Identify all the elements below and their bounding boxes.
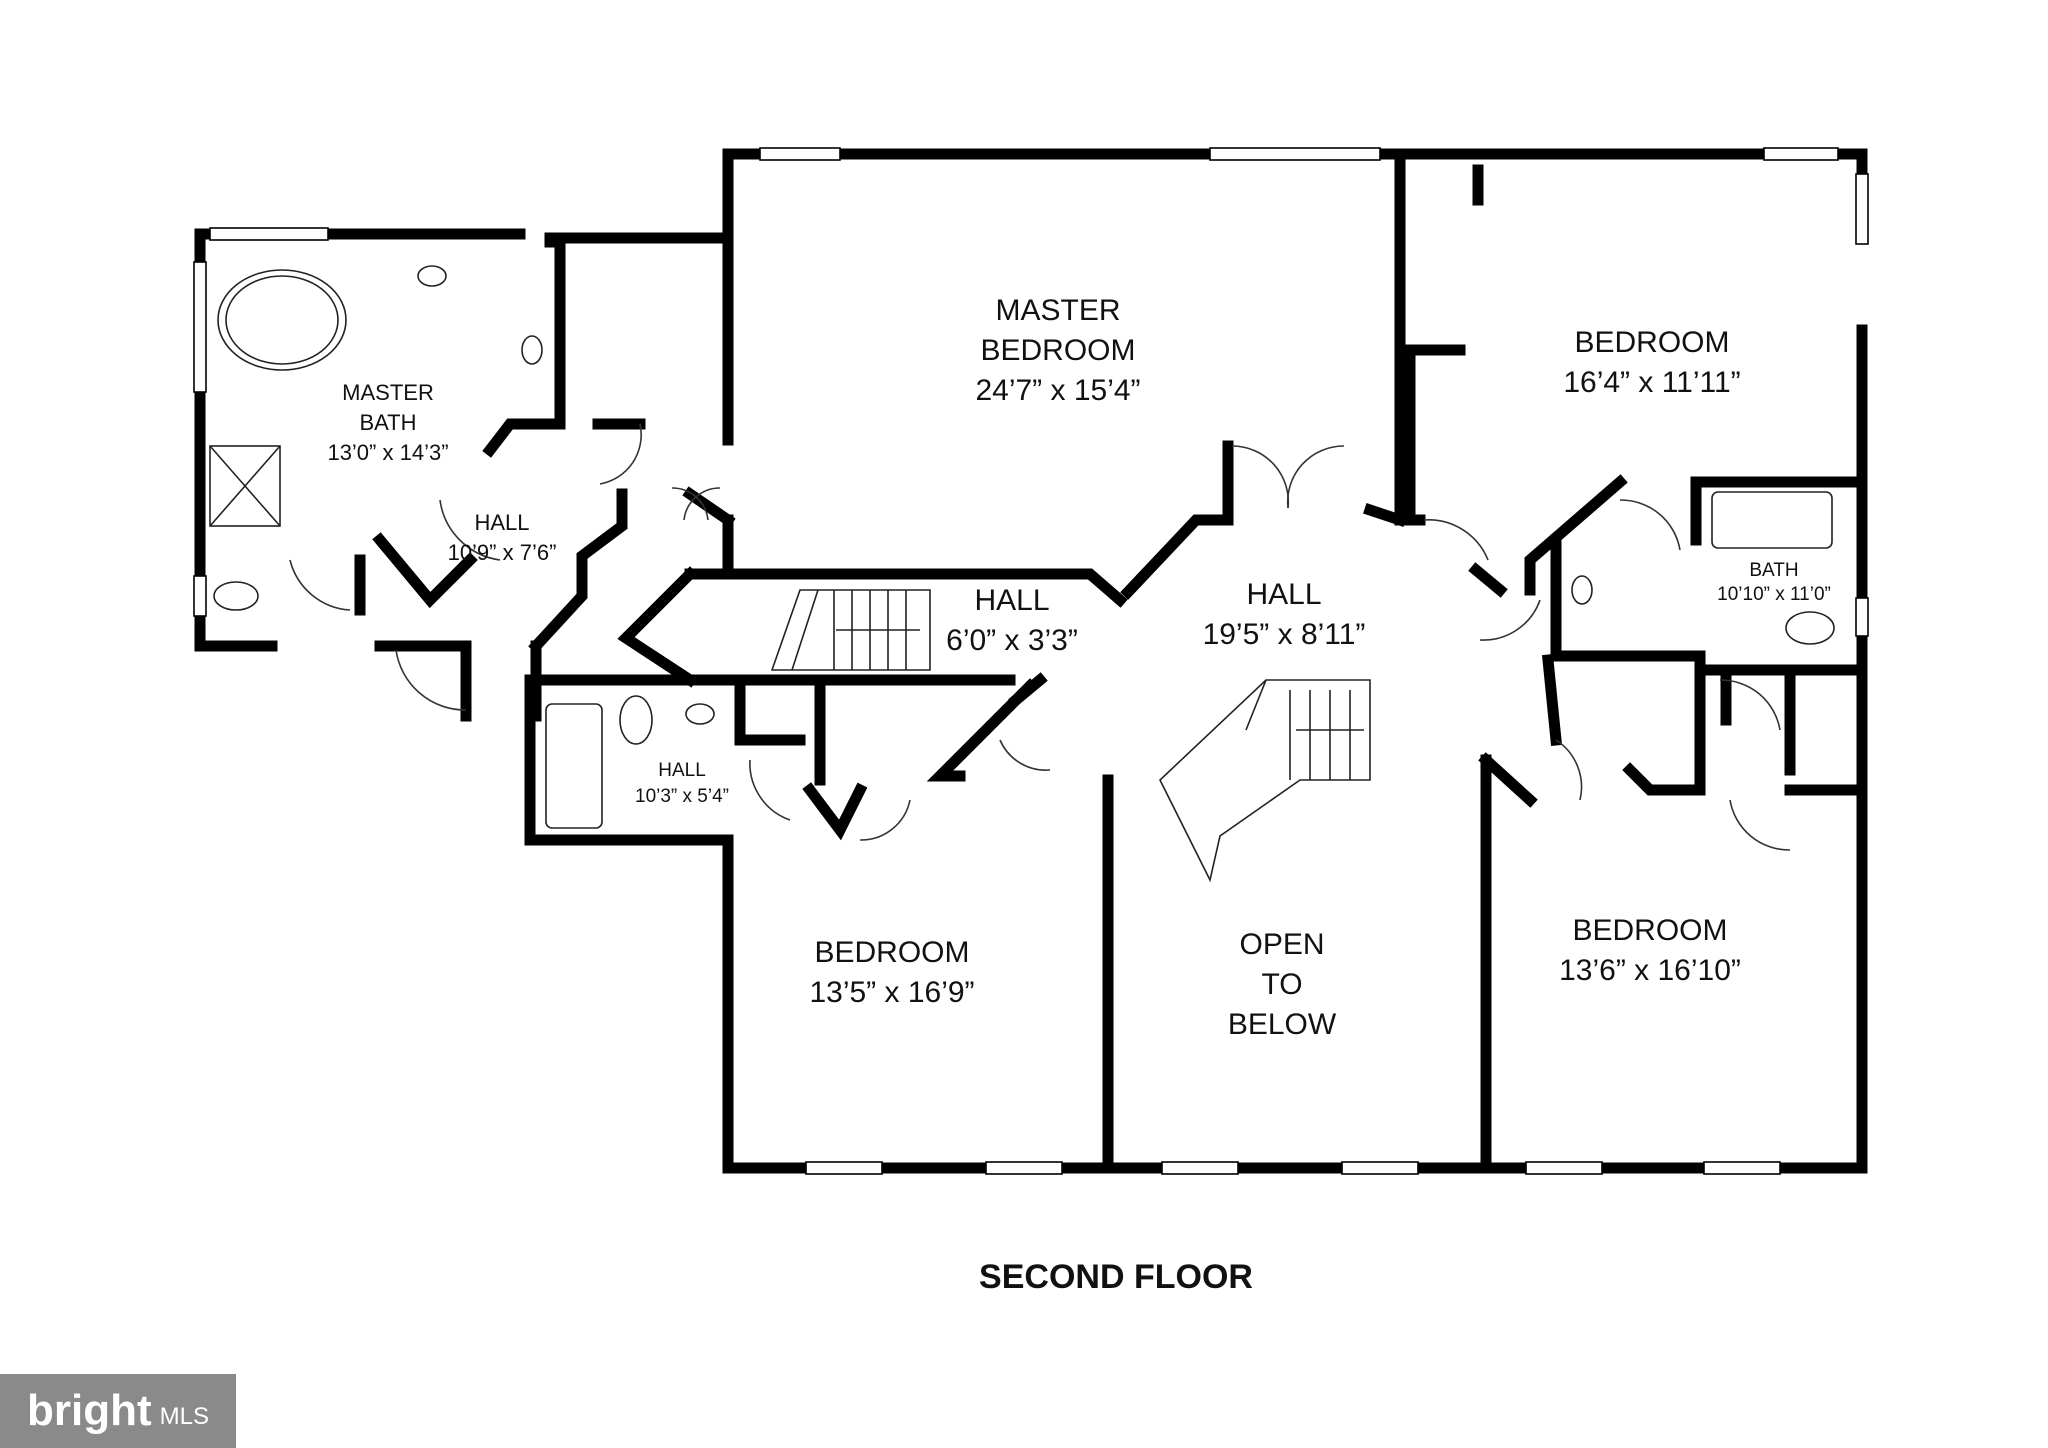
tub-icon [545, 703, 603, 829]
room-name: MASTER [995, 294, 1120, 327]
stairs [770, 589, 1371, 883]
room-size: 16’4” x 11’11” [1563, 366, 1740, 399]
brand-watermark: bright MLS [0, 1374, 236, 1448]
room-size: 6’0” x 3’3” [946, 624, 1078, 657]
room-name: HALL [974, 584, 1049, 617]
sink-icon [417, 265, 447, 287]
room-name: BEDROOM [814, 936, 969, 969]
fixtures [209, 265, 1835, 829]
room-name: HALL [1246, 578, 1321, 611]
room-name: OPEN [1239, 928, 1324, 961]
room-size: 10’10” x 11’0” [1717, 584, 1831, 605]
room-size: 24’7” x 15’4” [975, 374, 1140, 407]
room-name: HALL [474, 510, 529, 535]
sink-icon [1571, 575, 1593, 605]
room-name: MASTER [342, 380, 434, 405]
toilet-icon [213, 581, 259, 611]
windows [193, 147, 1869, 1175]
watermark-suffix: MLS [159, 1403, 209, 1430]
room-size: 10’9” x 7’6” [448, 540, 557, 565]
sink-icon [685, 703, 715, 725]
doors [289, 423, 1791, 851]
shower-icon [209, 445, 281, 527]
tub-icon [1711, 491, 1833, 549]
room-size: 13’0” x 14’3” [327, 440, 448, 465]
room-name: BEDROOM [1574, 326, 1729, 359]
floor-title: SECOND FLOOR [979, 1258, 1253, 1296]
room-name: BATH [1749, 560, 1798, 581]
room-labels: MASTER BEDROOM 24’7” x 15’4” BEDROOM 16’… [327, 294, 1830, 1296]
room-name: BEDROOM [980, 334, 1135, 367]
toilet-icon [619, 695, 653, 745]
room-name: HALL [658, 760, 706, 781]
room-size: 13’5” x 16’9” [809, 976, 974, 1009]
tub-icon [217, 269, 347, 371]
room-name: BEDROOM [1572, 914, 1727, 947]
toilet-icon [1785, 611, 1835, 645]
sink-icon [521, 335, 543, 365]
room-size: 13’6” x 16’10” [1559, 954, 1741, 987]
room-size: 19’5” x 8’11” [1203, 618, 1366, 651]
room-size: 10’3” x 5’4” [635, 786, 729, 807]
room-name: BATH [359, 410, 416, 435]
watermark-brand: bright [27, 1386, 152, 1435]
room-name: TO [1261, 968, 1302, 1001]
room-name: BELOW [1228, 1008, 1337, 1041]
